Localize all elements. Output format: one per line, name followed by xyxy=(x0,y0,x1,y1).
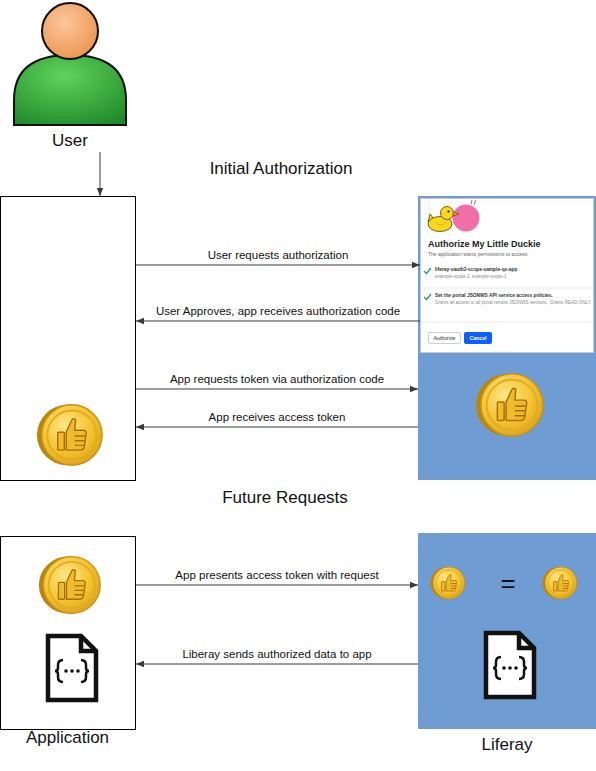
arrow-label: Liberay sends authorized data to app xyxy=(138,647,416,661)
scope-name: Set the portal JSONWS API service access… xyxy=(435,293,590,299)
scope-detail: Grants all access to all portal remote J… xyxy=(435,300,591,305)
flow-arrow xyxy=(136,265,420,266)
authorization-dialog: Authorize My Little DuckieThe applicatio… xyxy=(420,198,594,353)
authorize-button: Authorize xyxy=(428,332,461,344)
user-icon xyxy=(14,3,126,125)
application-box: Application xyxy=(0,536,136,730)
coin-icon xyxy=(39,557,100,614)
liferay-box: Liferay xyxy=(418,533,596,729)
coin-icon xyxy=(37,405,102,465)
user-figure: User xyxy=(30,0,110,152)
flow-arrow xyxy=(136,585,418,586)
button-label: Cancel xyxy=(464,332,492,344)
scope-name: liferay-oauth2-scope-sample-qs-app xyxy=(435,267,590,273)
button-label: Authorize xyxy=(429,333,460,343)
json-file-icon xyxy=(48,636,96,700)
user-head xyxy=(42,3,98,59)
application-box xyxy=(0,196,136,481)
connector-layer xyxy=(100,152,420,664)
flow-arrow xyxy=(100,152,101,196)
dialog-title: Authorize My Little Duckie xyxy=(428,239,588,250)
cancel-button: Cancel xyxy=(464,332,492,344)
arrow-label: User Approves, app receives authorizatio… xyxy=(138,304,418,318)
flow-arrow xyxy=(136,321,420,322)
flow-arrow xyxy=(136,427,418,428)
dialog-subtitle: The application wants permissions to acc… xyxy=(428,251,588,257)
arrow-label: App presents access token with request xyxy=(138,568,416,582)
equals-sign: = xyxy=(358,568,596,599)
section-heading: Future Requests xyxy=(135,488,435,508)
flow-arrow xyxy=(136,664,418,665)
actor-label: User xyxy=(30,131,110,151)
liferay-panel: Authorize My Little DuckieThe applicatio… xyxy=(418,196,596,480)
arrow-label: App receives access token xyxy=(138,410,416,424)
arrow-label: User requests authorization xyxy=(138,248,418,262)
box-heading: Application xyxy=(1,728,134,748)
box-heading: Liferay xyxy=(418,735,596,755)
scope-detail: example-scope-2, example-scope-1 xyxy=(435,274,590,279)
user-body xyxy=(14,55,126,125)
flow-arrow xyxy=(136,389,418,390)
arrow-label: App requests token via authorization cod… xyxy=(138,372,416,386)
section-heading: Initial Authorization xyxy=(131,159,431,179)
